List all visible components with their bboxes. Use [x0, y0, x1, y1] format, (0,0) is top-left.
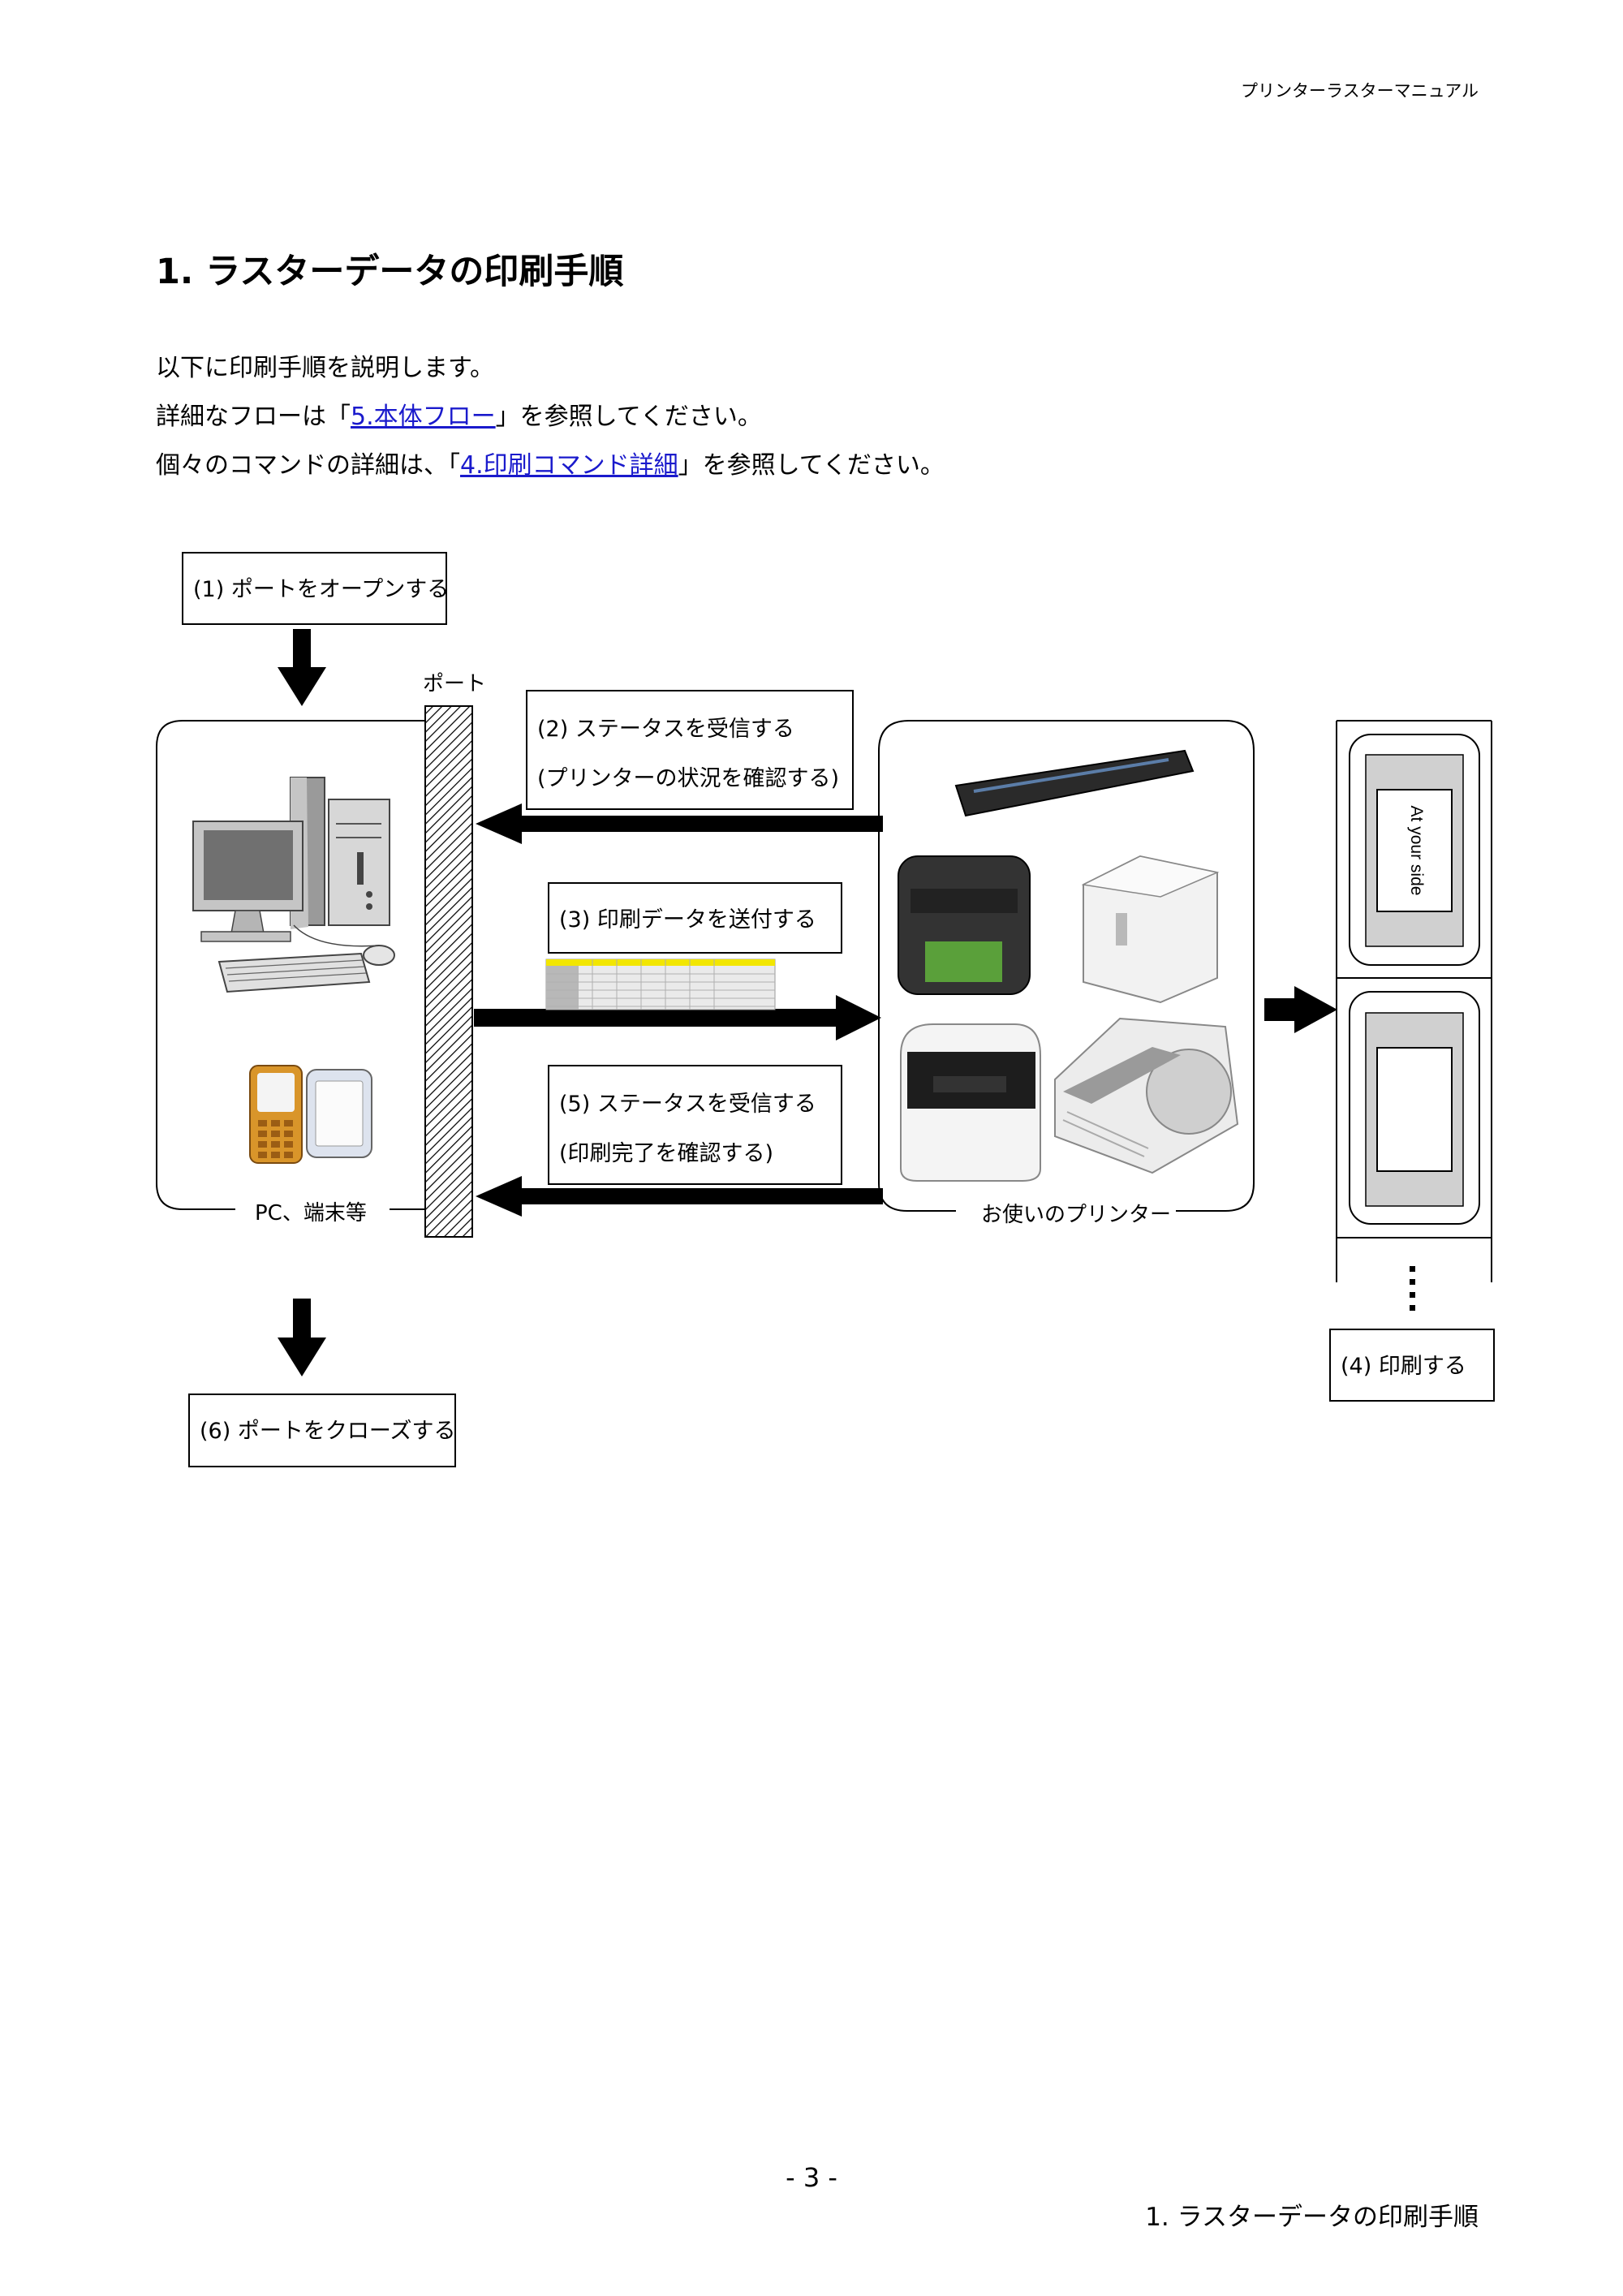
step5-line1: (5) ステータスを受信する — [559, 1092, 816, 1117]
step2-box: (2) ステータスを受信する (プリンターの状況を確認する) — [526, 690, 854, 810]
port-label: ポート — [423, 672, 487, 696]
intro-line-3-pre: 個々のコマンドの詳細は、「 — [156, 451, 460, 480]
step4-box: (4) 印刷する — [1329, 1329, 1495, 1402]
left-arrow-icon — [476, 1176, 883, 1217]
step5-box: (5) ステータスを受信する (印刷完了を確認する) — [548, 1065, 842, 1185]
intro-line-2-post: 」を参照してください。 — [495, 403, 762, 431]
page-number: - 3 - — [786, 2162, 837, 2193]
printer-caption: お使いのプリンター — [976, 1198, 1177, 1228]
step3-box: (3) 印刷データを送付する — [548, 882, 842, 954]
rugged-printer-icon — [898, 855, 1031, 995]
right-arrow-icon — [474, 995, 881, 1040]
label-roll — [1336, 720, 1492, 1311]
link-print-command-detail[interactable]: 4.印刷コマンド詳細 — [460, 451, 678, 480]
wide-label-printer-icon — [1054, 1017, 1239, 1174]
intro-line-1-text: 以下に印刷手順を説明します。 — [156, 354, 494, 382]
intro-line-2-pre: 詳細なフローは「 — [156, 403, 351, 431]
running-header: プリンターラスターマニュアル — [1241, 81, 1479, 101]
port-bar — [424, 705, 473, 1238]
intro-line-3: 個々のコマンドの詳細は、「4.印刷コマンド詳細」を参照してください。 — [156, 445, 945, 480]
raster-data-thumbnail — [545, 958, 776, 1010]
step5-line2: (印刷完了を確認する) — [559, 1141, 774, 1166]
mobile-terminal-icon — [249, 1065, 303, 1164]
desktop-pc-icon — [192, 777, 395, 993]
mobile-printer-icon — [954, 749, 1195, 817]
right-arrow-icon — [1264, 986, 1337, 1033]
footer-section-title: 1. ラスターデータの印刷手順 — [1145, 2203, 1479, 2232]
tablet-icon — [306, 1069, 372, 1158]
step2-line2: (プリンターの状況を確認する) — [537, 766, 840, 791]
intro-line-3-post: 」を参照してください。 — [678, 451, 945, 480]
pc-container-outline — [156, 720, 425, 1210]
step1-box: (1) ポートをオープンする — [182, 552, 449, 625]
intro-line-2: 詳細なフローは「5.本体フロー」を参照してください。 — [156, 396, 762, 432]
label-sample-text: At your side — [1407, 805, 1426, 896]
down-arrow-icon — [278, 1299, 326, 1376]
intro-line-1: 以下に印刷手順を説明します。 — [156, 347, 494, 383]
left-arrow-icon — [476, 803, 883, 844]
pc-caption: PC、端末等 — [250, 1196, 372, 1226]
desktop-label-printer-icon — [900, 1023, 1041, 1182]
step6-box: (6) ポートをクローズする — [188, 1394, 456, 1467]
label-printer-icon — [1081, 855, 1220, 1004]
step2-line1: (2) ステータスを受信する — [537, 717, 794, 742]
section-heading: 1. ラスターデータの印刷手順 — [156, 252, 624, 292]
down-arrow-icon — [278, 629, 326, 706]
link-main-flow[interactable]: 5.本体フロー — [351, 403, 496, 431]
